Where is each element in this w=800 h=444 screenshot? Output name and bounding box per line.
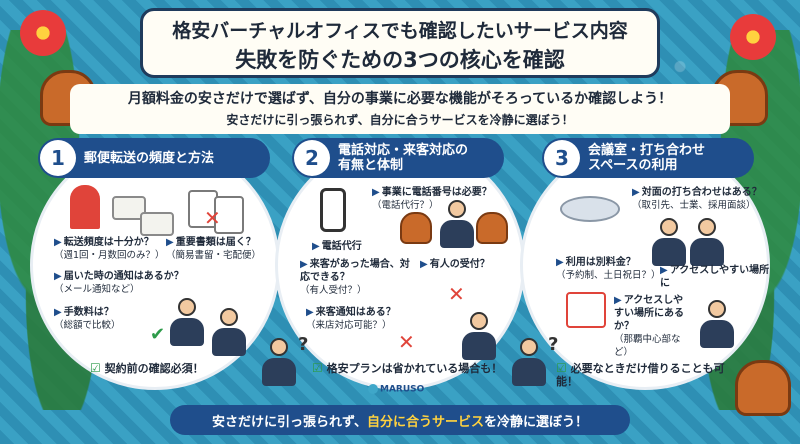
footer-banner: 安さだけに引っ張られず、自分に合うサービスを冷静に選ぼう！ xyxy=(170,405,630,435)
section-heading-2: 2 電話対応・来客対応の有無と体制 xyxy=(292,138,504,178)
triangle-bullet-icon: ▶ xyxy=(632,187,640,198)
checklist-item: ▶利用は別料金？ （予約制、土日祝日？） xyxy=(556,257,661,281)
section-note: ☑ 格安プランは省かれている場合も！ xyxy=(312,361,503,376)
person-icon xyxy=(700,300,734,348)
triangle-bullet-icon: ▶ xyxy=(300,259,308,270)
triangle-bullet-icon: ▶ xyxy=(660,265,668,276)
smartphone-icon xyxy=(320,188,346,232)
shisa-icon xyxy=(400,212,432,244)
hibiscus-icon xyxy=(730,14,776,60)
checklist-item: ▶事業に電話番号は必要？ （電話代行？） xyxy=(372,187,492,211)
section-card-phone xyxy=(275,140,525,390)
title-line2: 失敗を防ぐための3つの核心を確認 xyxy=(235,48,565,72)
checkbox-icon: ☑ xyxy=(312,361,323,375)
document-icon xyxy=(214,196,244,234)
title-line1: 格安バーチャルオフィスでも確認したいサービス内容 xyxy=(172,20,628,42)
x-mark-icon: ✕ xyxy=(398,330,415,354)
triangle-bullet-icon: ▶ xyxy=(306,307,314,318)
person-icon xyxy=(462,312,496,360)
checklist-item: ▶対面の打ち合わせはある？ （取引先、士業、採用面談） xyxy=(632,187,762,211)
checklist-item: ▶届いた時の通知はあるか？ （メール通知など） xyxy=(54,271,184,295)
calendar-icon xyxy=(566,292,606,328)
checklist-item: ▶アクセスしやすい場所にあるか？ （那覇中心部など） xyxy=(614,295,684,358)
checklist-item: ▶アクセスしやすい場所に xyxy=(660,265,770,289)
receptionist-icon xyxy=(440,200,474,248)
triangle-bullet-icon: ▶ xyxy=(54,271,62,282)
question-mark-icon: ? xyxy=(548,334,559,355)
shisa-icon xyxy=(476,212,508,244)
person-icon xyxy=(652,218,686,266)
shisa-icon xyxy=(735,360,791,416)
person-icon xyxy=(170,298,204,346)
person-icon xyxy=(690,218,724,266)
triangle-bullet-icon: ▶ xyxy=(420,259,428,270)
checkbox-icon: ☑ xyxy=(556,361,567,375)
triangle-bullet-icon: ▶ xyxy=(54,237,62,248)
checklist-item: ▶手数料は？ （総額で比較） xyxy=(54,307,121,331)
triangle-bullet-icon: ▶ xyxy=(556,257,564,268)
subtitle-line1: 月額料金の安さだけで選ばず、自分の事業に必要な機能がそろっているか確認しよう！ xyxy=(127,91,673,107)
section-heading-text: 会議室・打ち合わせスペースの利用 xyxy=(588,143,706,173)
x-mark-icon: ✕ xyxy=(448,282,465,306)
checklist-item: ▶来客通知はある？ （来店対応可能？） xyxy=(306,307,396,331)
triangle-bullet-icon: ▶ xyxy=(312,241,320,252)
question-mark-icon: ? xyxy=(298,334,309,355)
hibiscus-icon xyxy=(20,10,66,56)
subtitle-panel: 月額料金の安さだけで選ばず、自分の事業に必要な機能がそろっているか確認しよう！ … xyxy=(70,84,730,134)
section-note: ☑ 契約前の確認必須！ xyxy=(90,361,204,376)
section-heading-text: 郵便転送の頻度と方法 xyxy=(84,150,215,166)
section-heading-text: 電話対応・来客対応の有無と体制 xyxy=(338,143,469,173)
check-icon: ✔ xyxy=(150,324,166,345)
section-heading-1: 1 郵便転送の頻度と方法 xyxy=(38,138,270,178)
title-panel: 格安バーチャルオフィスでも確認したいサービス内容 失敗を防ぐための3つの核心を確… xyxy=(140,8,660,78)
checklist-item: ▶転送頻度は十分か？ （週1回・月数回のみ？） xyxy=(54,237,165,261)
checklist-item: ▶重要書類は届く？ （簡易書留・宅配便） xyxy=(166,237,262,261)
mailbox-icon xyxy=(70,185,100,229)
brand-logo: MARUSO xyxy=(368,384,424,395)
triangle-bullet-icon: ▶ xyxy=(614,295,622,306)
envelope-icon xyxy=(140,212,174,236)
x-mark-icon: ✕ xyxy=(204,206,221,230)
section-number: 3 xyxy=(544,140,580,176)
thinking-person-icon xyxy=(512,338,546,386)
section-card-meeting xyxy=(520,140,770,390)
triangle-bullet-icon: ▶ xyxy=(54,307,62,318)
section-number: 1 xyxy=(40,140,76,176)
checkbox-icon: ☑ xyxy=(90,361,101,375)
subtitle-line2: 安さだけに引っ張られず、自分に合うサービスを冷静に選ぼう！ xyxy=(226,113,574,127)
triangle-bullet-icon: ▶ xyxy=(372,187,380,198)
checklist-item: ▶有人の受付？ xyxy=(420,259,490,270)
thinking-person-icon xyxy=(262,338,296,386)
section-number: 2 xyxy=(294,140,330,176)
section-note: ☑ 必要なときだけ借りることも可能！ xyxy=(556,361,725,389)
checklist-item: ▶電話代行 xyxy=(312,241,362,252)
logo-mark-icon xyxy=(368,384,378,394)
triangle-bullet-icon: ▶ xyxy=(166,237,174,248)
section-heading-3: 3 会議室・打ち合わせスペースの利用 xyxy=(542,138,754,178)
person-icon xyxy=(212,308,246,356)
checklist-item: ▶来客があった場合、対応できる？ （有人受付？） xyxy=(300,259,410,296)
meeting-table-icon xyxy=(560,196,620,222)
